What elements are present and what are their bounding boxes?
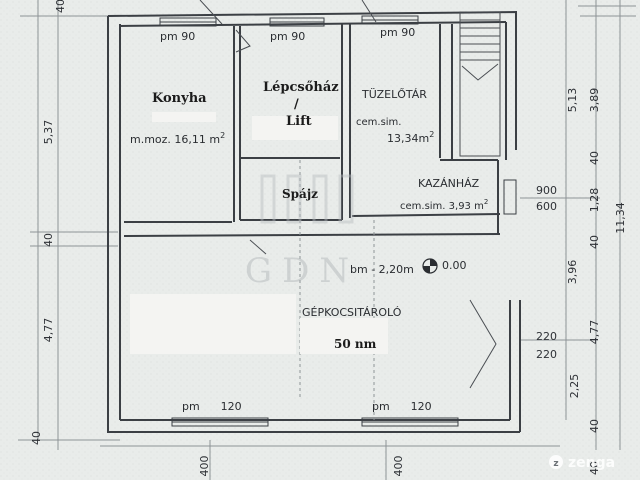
dim-right-10: 40 xyxy=(588,461,601,475)
stairwell-lift: Lift xyxy=(286,114,312,129)
dim-right-6: 3,96 xyxy=(566,260,579,285)
boiler-area: cem.sim. 3,93 m xyxy=(400,201,484,212)
garage-door-a: 220 xyxy=(536,330,557,343)
fuel-storage-name: TÜZELŐTÁR xyxy=(361,87,427,101)
window-label-bottom1: pm 120 xyxy=(182,400,242,413)
window-label-top1: pm 90 xyxy=(160,30,195,43)
exterior-walls xyxy=(107,10,521,433)
boiler-door-a: 900 xyxy=(536,184,557,197)
pantry-name: Spájz xyxy=(282,187,318,201)
dimension-lines xyxy=(18,0,636,480)
dim-right-2: 3,89 xyxy=(588,88,601,113)
stairwell-name: Lépcsőház xyxy=(263,80,339,95)
door-swings xyxy=(199,0,497,389)
boiler-door-b: 600 xyxy=(536,200,557,213)
kitchen-description: m.moz. 16,11 m2 xyxy=(130,131,225,146)
brand-badge: z zenga xyxy=(549,455,615,471)
windows xyxy=(159,15,517,427)
fuel-storage-area-value: 13,34m xyxy=(387,132,429,145)
window-label-top2: pm 90 xyxy=(270,30,305,43)
dim-right-5: 40 xyxy=(588,235,601,249)
zenga-logo-letter: z xyxy=(553,459,558,469)
boiler-name: KAZÁNHÁZ xyxy=(418,177,480,190)
staircase xyxy=(459,11,501,157)
dim-right-3: 40 xyxy=(588,151,601,165)
dim-left-3: 4,77 xyxy=(42,318,55,343)
dim-left-4: 40 xyxy=(30,431,43,445)
watermark-text: GDN xyxy=(245,251,359,291)
brand-name: zenga xyxy=(568,455,615,471)
dim-bottom-1: 400 xyxy=(198,456,211,477)
dim-left-1: 5,37 xyxy=(42,120,55,145)
window-label-bottom2: pm 120 xyxy=(372,400,432,413)
fuel-storage-desc: cem.sim. xyxy=(356,117,401,128)
dim-top-corner: 40 xyxy=(54,0,67,13)
fuel-storage-area-sup: 2 xyxy=(429,130,434,139)
level-marker-fill xyxy=(423,259,437,273)
watermark: GDN xyxy=(245,174,359,291)
garage-level: 0.00 xyxy=(442,259,467,272)
kitchen-name: Konyha xyxy=(152,91,207,106)
garage-name: GÉPKOCSITÁROLÓ xyxy=(302,306,402,319)
fuel-storage-area: 13,34m2 xyxy=(387,130,434,145)
redaction-blocks xyxy=(130,112,388,354)
boiler-area-sup: 2 xyxy=(484,198,488,206)
window-label-top3: pm 90 xyxy=(380,26,415,39)
dim-right-8: 2,25 xyxy=(568,374,581,399)
dim-right-1: 5,13 xyxy=(566,88,579,113)
construction-lines xyxy=(299,160,375,420)
garage-area-note: 50 nm xyxy=(334,337,377,351)
dim-right-7: 4,77 xyxy=(588,320,601,345)
interior-walls xyxy=(123,24,501,237)
kitchen-area: m.moz. 16,11 m xyxy=(130,133,220,146)
dim-right-9: 40 xyxy=(588,419,601,433)
garage-height: bm - 2,20m xyxy=(350,263,414,276)
zenga-logo-icon xyxy=(549,455,563,469)
garage-door-b: 220 xyxy=(536,348,557,361)
dim-right-total: 11,34 xyxy=(614,202,627,234)
dim-bottom-2: 400 xyxy=(392,456,405,477)
dim-left-2: 40 xyxy=(42,233,55,247)
dim-right-4: 1,28 xyxy=(588,188,601,213)
kitchen-area-sup: 2 xyxy=(220,131,225,140)
boiler-desc: cem.sim. 3,93 m2 xyxy=(400,198,488,212)
stairwell-slash: / xyxy=(294,97,299,112)
